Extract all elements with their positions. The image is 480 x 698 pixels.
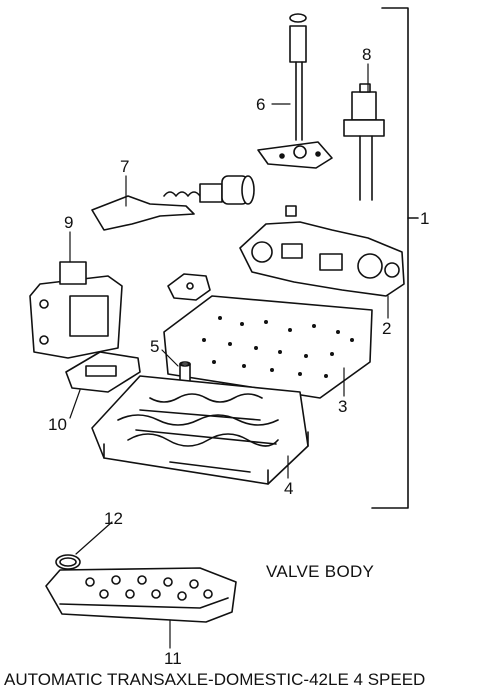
small-bracket-part [167,273,211,301]
callout-11: 11 [164,649,182,668]
leader-lines [69,63,389,649]
callout-5: 5 [150,337,159,356]
part-6-shaft [257,13,333,169]
callout-3: 3 [338,397,347,416]
diagram-subtitle: VALVE BODY [266,562,375,581]
callout-6: 6 [256,95,265,114]
callout-2: 2 [382,319,391,338]
callout-10: 10 [48,415,67,434]
part-1-valve-casting [239,205,405,297]
callout-12: 12 [104,509,123,528]
part-4-lower-valve-body [91,375,309,485]
part-12-o-ring [55,554,81,570]
part-5-pin [179,361,191,383]
callout-numbers: 1 2 3 4 5 6 7 8 9 10 11 12 [48,45,429,668]
part-3-separator-plate [163,295,373,399]
callout-8: 8 [362,45,371,64]
callout-1: 1 [420,209,429,228]
callout-7: 7 [120,157,129,176]
diagram-caption: AUTOMATIC TRANSAXLE-DOMESTIC-42LE 4 SPEE… [4,670,426,689]
assembly-bracket [371,7,419,509]
part-10-cover [65,351,141,393]
callout-4: 4 [284,479,293,498]
callout-9: 9 [64,213,73,232]
part-9-solenoid [29,261,123,359]
part-8-sensor [343,83,385,201]
part-11-filter [45,567,237,623]
part-7-spring-spool [91,175,255,231]
